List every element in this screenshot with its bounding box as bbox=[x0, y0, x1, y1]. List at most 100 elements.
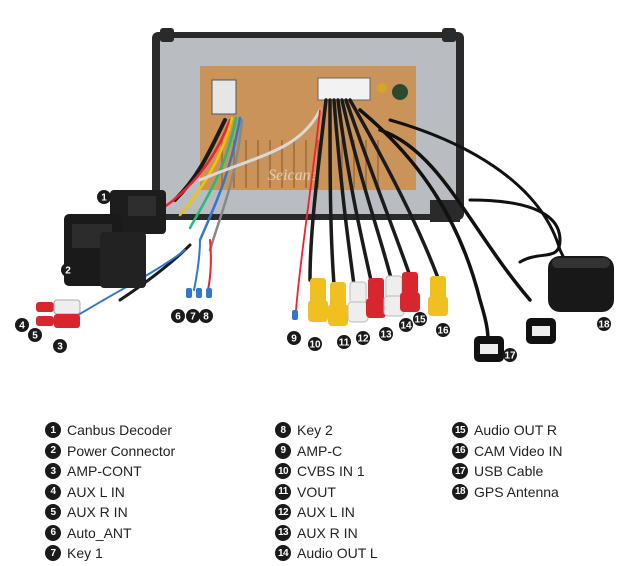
legend-item: 15 Audio OUT R bbox=[452, 420, 562, 441]
callout-circle bbox=[186, 309, 200, 323]
usb-gps-cables bbox=[358, 108, 580, 342]
key-leads bbox=[186, 288, 212, 298]
callout-circle bbox=[413, 312, 427, 326]
legend-label: AMP-CONT bbox=[67, 463, 142, 480]
legend-item: 8 Key 2 bbox=[275, 420, 378, 441]
legend-label: GPS Antenna bbox=[474, 483, 559, 500]
rca-bundle-wires bbox=[295, 98, 440, 311]
callout-circle bbox=[436, 323, 450, 337]
callout-circle bbox=[61, 263, 75, 277]
callout-number: 12 bbox=[357, 334, 369, 345]
callout-circle bbox=[503, 348, 517, 362]
callout-circle bbox=[171, 309, 185, 323]
legend-number-badge: 1 bbox=[45, 422, 61, 439]
callout-number: 1 bbox=[101, 193, 107, 204]
callout-circle bbox=[337, 335, 351, 349]
callout-circle bbox=[356, 331, 370, 345]
callout-number: 8 bbox=[203, 312, 209, 323]
callout-number: 2 bbox=[65, 266, 71, 277]
legend-item: 7 Key 1 bbox=[45, 543, 175, 564]
callout-number: 14 bbox=[400, 321, 412, 332]
rca-plugs bbox=[292, 272, 448, 326]
legend-number-badge: 3 bbox=[45, 463, 61, 480]
legend-label: AUX R IN bbox=[67, 504, 128, 521]
legend-number-badge: 5 bbox=[45, 504, 61, 521]
legend-item: 11 VOUT bbox=[275, 482, 378, 503]
legend-label: AUX L IN bbox=[297, 504, 355, 521]
legend-label: AMP-C bbox=[297, 442, 343, 459]
brand-watermark: Seicane bbox=[268, 167, 318, 184]
legend-label: VOUT bbox=[297, 483, 336, 500]
legend-number-badge: 4 bbox=[45, 483, 61, 500]
legend-label: Audio OUT R bbox=[474, 422, 557, 439]
callout-number: 7 bbox=[190, 312, 196, 323]
callout-number: 6 bbox=[175, 312, 181, 323]
legend-number-badge: 7 bbox=[45, 545, 61, 562]
legend-label: Power Connector bbox=[67, 442, 176, 459]
callout-circle bbox=[97, 190, 111, 204]
callout-circle bbox=[308, 337, 322, 351]
callout-circle bbox=[15, 318, 29, 332]
legend-item: 10 CVBS IN 1 bbox=[275, 461, 378, 482]
callout-circle bbox=[379, 327, 393, 341]
legend-label: CVBS IN 1 bbox=[297, 463, 365, 480]
legend-number-badge: 16 bbox=[452, 442, 468, 459]
legend-number-badge: 17 bbox=[452, 463, 468, 480]
legend-number-badge: 15 bbox=[452, 422, 468, 439]
callout-number: 9 bbox=[291, 334, 297, 345]
callout-circle bbox=[53, 339, 67, 353]
legend-item: 13 AUX R IN bbox=[275, 523, 378, 544]
legend-item: 6 Auto_ANT bbox=[45, 523, 175, 544]
legend-number-badge: 8 bbox=[275, 422, 291, 439]
callout-number: 11 bbox=[339, 338, 350, 349]
callout-number: 3 bbox=[57, 342, 63, 353]
callout-circle bbox=[399, 318, 413, 332]
legend-label: CAM Video IN bbox=[474, 442, 563, 459]
callout-number: 17 bbox=[504, 351, 516, 362]
legend-number-badge: 18 bbox=[452, 483, 468, 500]
power-connector-block bbox=[64, 214, 146, 288]
callout-number: 5 bbox=[32, 331, 38, 342]
legend-label: AUX R IN bbox=[297, 524, 358, 541]
legend-number-badge: 14 bbox=[275, 545, 291, 562]
callout-number: 16 bbox=[437, 326, 449, 337]
legend-item: 3 AMP-CONT bbox=[45, 461, 175, 482]
gps-antenna-puck bbox=[548, 256, 614, 312]
legend-item: 4 AUX L IN bbox=[45, 482, 175, 503]
legend-label: AUX L IN bbox=[67, 483, 125, 500]
legend-label: Auto_ANT bbox=[67, 524, 132, 541]
legend-label: Key 1 bbox=[67, 545, 103, 562]
callout-number: 13 bbox=[380, 330, 392, 341]
legend-label: Key 2 bbox=[297, 422, 333, 439]
legend-label: USB Cable bbox=[474, 463, 544, 480]
legend-item: 5 AUX R IN bbox=[45, 502, 175, 523]
usb-plugs bbox=[474, 318, 556, 362]
legend-number-badge: 6 bbox=[45, 524, 61, 541]
legend-number-badge: 11 bbox=[275, 483, 291, 500]
legend-item: 9 AMP-C bbox=[275, 441, 378, 462]
wiring-harness-photo: Seicane bbox=[15, 28, 614, 362]
legend-item: 18 GPS Antenna bbox=[452, 482, 562, 503]
legend-label: Audio OUT L bbox=[297, 545, 378, 562]
callout-circle bbox=[199, 309, 213, 323]
legend-number-badge: 10 bbox=[275, 463, 291, 480]
callout-circle bbox=[597, 317, 611, 331]
aux-rca-left bbox=[36, 299, 81, 328]
legend-number-badge: 13 bbox=[275, 524, 291, 541]
legend-column-3: 15 Audio OUT R 16 CAM Video IN 17 USB Cable 18… bbox=[452, 420, 562, 502]
callout-number: 18 bbox=[598, 320, 610, 331]
legend-number-badge: 12 bbox=[275, 504, 291, 521]
legend-item: 16 CAM Video IN bbox=[452, 441, 562, 462]
left-harness-wires bbox=[69, 108, 322, 321]
legend-number-badge: 9 bbox=[275, 442, 291, 459]
legend-item: 17 USB Cable bbox=[452, 461, 562, 482]
legend-item: 12 AUX L IN bbox=[275, 502, 378, 523]
callout-number: 4 bbox=[19, 321, 25, 332]
canbus-decoder-box bbox=[110, 190, 166, 234]
callout-circle bbox=[28, 328, 42, 342]
